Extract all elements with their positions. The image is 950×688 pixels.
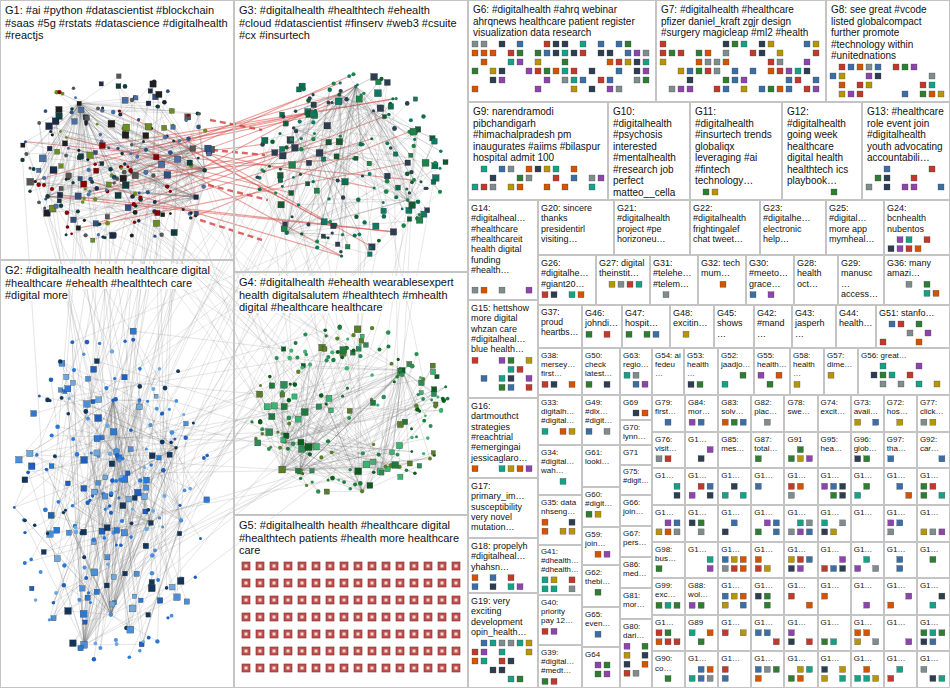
graph-canvas: G1: #ai #python #datascientist #blockcha…: [0, 0, 950, 688]
